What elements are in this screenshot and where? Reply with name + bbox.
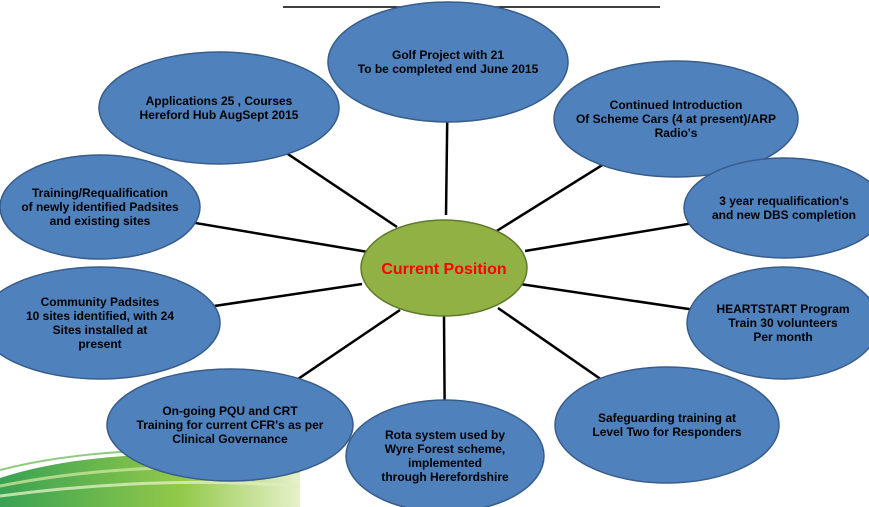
node-ellipse-pqu-crt — [106, 368, 354, 482]
node-text-line: Of Scheme Cars (4 at present)/ARP — [576, 112, 776, 126]
node-text-line: Training for current CFR's as per — [137, 418, 324, 432]
node-text-line: Level Two for Responders — [592, 425, 741, 439]
node-text-line: Training/Requalification — [32, 186, 168, 200]
node-text-line: implemented — [408, 456, 482, 470]
node-ellipse-training-padsites — [0, 154, 201, 260]
node-text-line: Wyre Forest scheme, — [385, 442, 506, 456]
node-text-line: 10 sites identified, with 24 — [26, 309, 174, 323]
node-text-line: Community Padsites — [41, 295, 160, 309]
node-ellipse-scheme-cars — [553, 60, 799, 178]
node-text-line: Clinical Governance — [172, 432, 288, 446]
node-text-line: Applications 25 , Courses — [146, 94, 293, 108]
node-ellipse-safeguarding — [554, 366, 780, 484]
node-text-line: Safeguarding training at — [598, 411, 736, 425]
node-text-line: Radio's — [655, 126, 698, 140]
node-text-line: Per month — [753, 330, 812, 344]
node-text-line: Hereford Hub AugSept 2015 — [140, 108, 299, 122]
node-text-line: and existing sites — [50, 214, 151, 228]
node-text-line: Rota system used by — [385, 428, 505, 442]
node-text-line: Golf Project with 21 — [392, 48, 504, 62]
node-text-line: To be completed end June 2015 — [358, 62, 539, 76]
node-ellipse-golf-project — [327, 1, 569, 123]
node-text-line: Train 30 volunteers — [728, 316, 838, 330]
node-ellipse-requalification — [683, 157, 869, 259]
node-text-line: 3 year requalification's — [719, 194, 849, 208]
node-ellipse-heartstart — [686, 266, 869, 380]
node-text-line: of newly identified Padsites — [21, 200, 179, 214]
node-text-line: Sites installed at — [53, 323, 148, 337]
node-ellipse-community-padsites — [0, 266, 221, 380]
node-text-line: and new DBS completion — [712, 208, 856, 222]
node-ellipse-applications — [98, 51, 340, 165]
node-text-line: present — [78, 337, 121, 351]
center-node: Current Position — [360, 219, 528, 317]
node-text-line: On-going PQU and CRT — [162, 404, 298, 418]
node-ellipse-rota-system — [345, 399, 545, 507]
node-text-line: HEARTSTART Program — [716, 302, 849, 316]
node-text-line: through Herefordshire — [381, 470, 509, 484]
center-label: Current Position — [381, 261, 506, 278]
node-text-line: Continued Introduction — [610, 98, 743, 112]
center-ellipse — [360, 219, 528, 317]
